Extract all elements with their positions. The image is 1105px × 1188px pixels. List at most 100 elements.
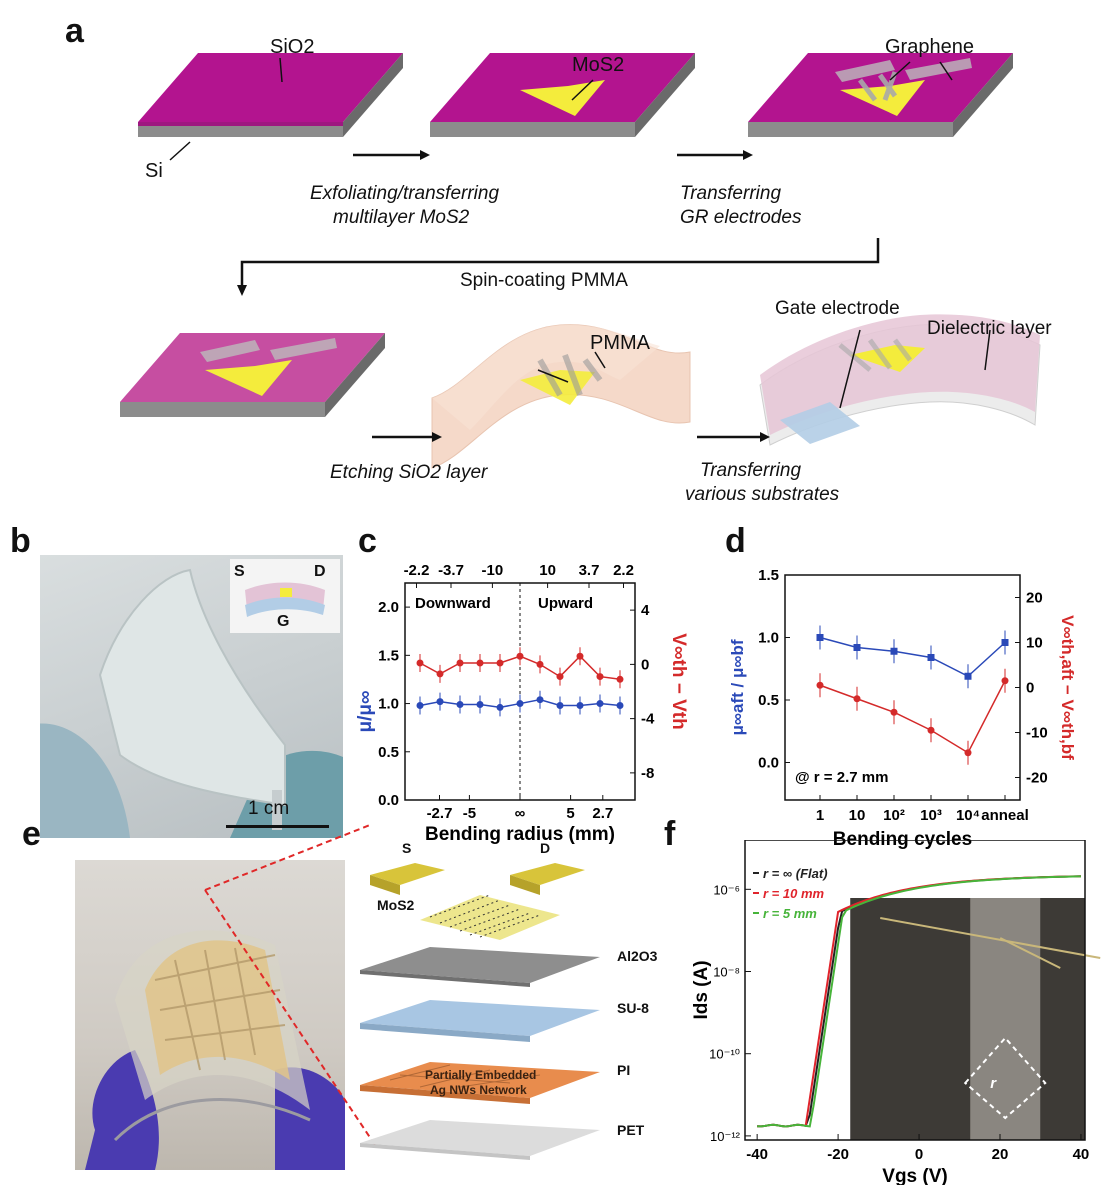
x-tick-label: -5 [463, 805, 476, 822]
y-tick-label: 10⁻⁶ [713, 882, 740, 897]
panel-label-f: f [664, 815, 676, 853]
data-point [476, 701, 484, 709]
photo-b-D: D [314, 563, 326, 580]
data-point [456, 701, 464, 709]
data-point [1001, 677, 1009, 685]
inset-radius-marker [963, 1036, 1047, 1120]
x-tick-label: 10² [883, 807, 905, 824]
slab-4 [120, 333, 385, 417]
y-right-tick-label: 0 [1026, 680, 1034, 697]
data-point [536, 696, 544, 704]
data-point [616, 701, 624, 709]
y-left-axis-label: μ∞aft / μ∞bf [728, 639, 747, 735]
e-label-S: S [402, 840, 412, 856]
e-label-D: D [540, 840, 551, 856]
inset-rod [970, 898, 1041, 1140]
x-tick-label: 2.7 [592, 805, 613, 822]
x-axis-label: Bending radius (mm) [425, 824, 615, 845]
label-mos2: MoS2 [572, 54, 625, 76]
e-label-su8: SU-8 [617, 1000, 649, 1016]
x-top-tick-label: -2.2 [404, 562, 430, 579]
data-point [816, 681, 824, 689]
data-point [1001, 639, 1009, 646]
data-point [616, 675, 624, 683]
panel-label-b: b [10, 522, 31, 560]
data-point [576, 701, 584, 709]
legend-entry: r = 10 mm [763, 886, 825, 901]
legend-entry: r = 5 mm [763, 906, 817, 921]
inset-probe-2 [999, 937, 1061, 969]
y-axis-label: Ids (A) [691, 960, 712, 1019]
x-top-tick-label: -3.7 [438, 562, 464, 579]
y-left-tick-label: 1.0 [758, 630, 779, 647]
step-2b: GR electrodes [680, 207, 802, 228]
data-point [964, 672, 972, 680]
y-right-tick-label: 20 [1026, 590, 1043, 607]
data-point [496, 703, 504, 711]
data-point [436, 698, 444, 706]
x-tick-label: 1 [816, 807, 824, 824]
region-left-label: Downward [415, 595, 491, 612]
panel-e-layer-stack [360, 863, 600, 1160]
panel-label-e: e [22, 815, 41, 853]
y-left-tick-label: 1.5 [378, 647, 399, 664]
data-point [890, 708, 898, 716]
legend-entry: r = ∞ (Flat) [763, 866, 828, 881]
data-point [416, 701, 424, 709]
y-right-axis-label: V∞th,aft − V∞th,bf [1058, 615, 1077, 760]
data-point [436, 670, 444, 678]
data-point [576, 652, 584, 660]
x-tick-label: 10⁴ [956, 807, 980, 824]
data-point [927, 654, 935, 661]
annotation: @ r = 2.7 mm [795, 769, 888, 786]
panel-b-photo: S D G 1 cm [40, 555, 343, 838]
data-point [890, 647, 898, 655]
region-right-label: Upward [538, 595, 593, 612]
data-point [536, 660, 544, 668]
series-line-2 [757, 875, 1081, 1128]
panel-a-schematic [120, 53, 1041, 469]
data-point [596, 700, 604, 708]
x-tick-label: anneal [981, 807, 1029, 824]
step-5a: Transferring [700, 460, 802, 481]
data-point [476, 659, 484, 667]
data-point [556, 701, 564, 709]
series-line-0 [819, 636, 1006, 678]
y-right-axis-label: V∞th − Vth [668, 633, 689, 729]
label-sio2: SiO2 [270, 36, 315, 58]
x-top-tick-label: 2.2 [613, 562, 634, 579]
label-si: Si [145, 160, 163, 182]
x-top-tick-label: -10 [482, 562, 504, 579]
step-5b: various substrates [685, 484, 840, 505]
y-right-tick-label: -20 [1026, 770, 1048, 787]
slab-3 [748, 53, 1013, 137]
y-tick-label: 10⁻¹² [710, 1129, 741, 1144]
pmma-film [431, 324, 691, 469]
y-left-tick-label: 0.5 [758, 692, 779, 709]
curved-device [759, 314, 1041, 446]
y-right-tick-label: -8 [641, 765, 654, 782]
y-left-tick-label: 1.0 [378, 696, 399, 713]
x-tick-label: -40 [746, 1146, 768, 1163]
y-right-tick-label: 4 [641, 602, 650, 619]
y-tick-label: 10⁻⁸ [713, 965, 740, 980]
data-point [456, 659, 464, 667]
y-right-tick-label: 10 [1026, 635, 1043, 652]
data-point [853, 644, 861, 651]
x-axis-label: Vgs (V) [882, 1166, 947, 1185]
y-right-tick-label: 0 [641, 656, 649, 673]
slab-2 [430, 53, 695, 137]
zoom-lines [204, 824, 376, 1146]
x-tick-label: 20 [992, 1146, 1009, 1163]
step-1b: multilayer MoS2 [333, 207, 470, 228]
scale-bar-label: 1 cm [248, 798, 290, 819]
slab-1 [138, 53, 403, 137]
mos2-lattice [420, 894, 560, 940]
data-point [816, 634, 824, 641]
step-2a: Transferring [680, 183, 782, 204]
graphene-electrode [835, 60, 895, 82]
y-left-tick-label: 2.0 [378, 599, 399, 616]
y-right-tick-label: -10 [1026, 725, 1048, 742]
